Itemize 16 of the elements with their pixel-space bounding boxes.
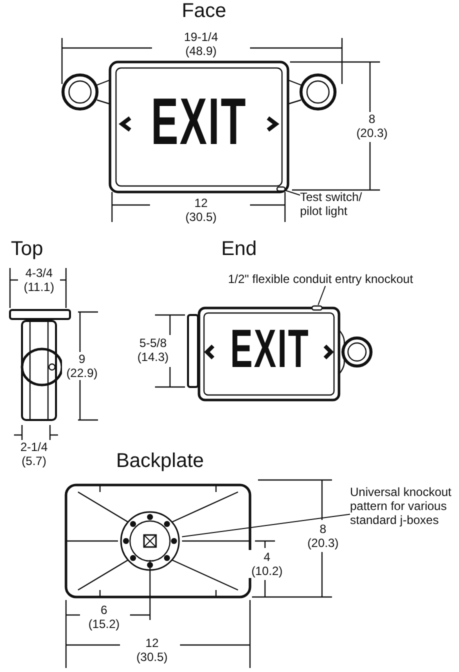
callout-text: Test switch/ pilot light	[300, 190, 374, 224]
sign-lettering: EXIT	[150, 88, 248, 154]
sign-lettering: EXIT	[229, 322, 311, 376]
leader-line	[318, 286, 326, 306]
leader-line	[182, 514, 350, 538]
view-title: Backplate	[115, 450, 205, 472]
view-title: Face	[180, 0, 228, 22]
conduit-knockout	[311, 305, 323, 311]
callout-text: 1/2" flexible conduit entry knockout	[228, 272, 428, 286]
knockout-pattern-drawing	[118, 510, 182, 572]
test-switch	[276, 186, 286, 192]
callout-text: Universal knockout pattern for various standard j-boxes	[350, 485, 458, 529]
view-title: Top	[10, 238, 44, 260]
dimension-label: 4-3/4 (11.1)	[18, 266, 60, 294]
view-title: End	[220, 238, 258, 260]
leader-line	[286, 190, 300, 196]
